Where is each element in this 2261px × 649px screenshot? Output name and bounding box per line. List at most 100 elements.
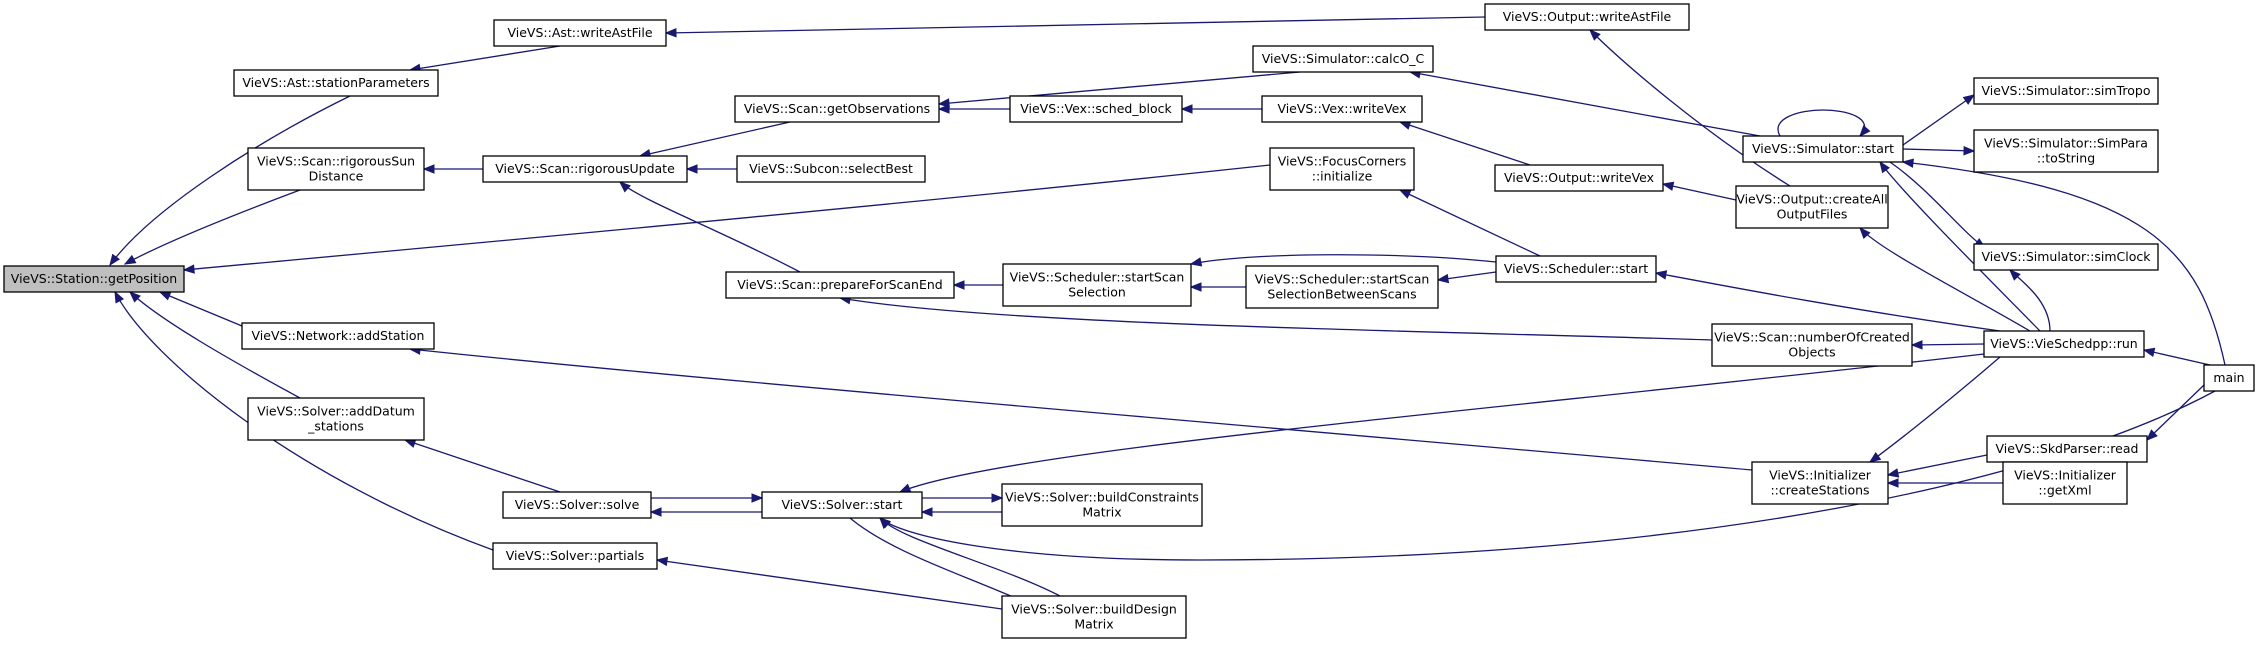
- edge-addDatum-to-getPosition: [129, 291, 301, 399]
- edge-arrowhead: [1859, 227, 1871, 239]
- node-rigorousUpdate[interactable]: VieVS::Scan::rigorousUpdate: [482, 155, 688, 183]
- edge-line: [639, 121, 791, 157]
- edge-vieSchedpp-to-simClock: [2009, 269, 2051, 332]
- node-label: VieVS::SkdParser::read: [1996, 441, 2139, 456]
- edge-arrowhead: [937, 98, 950, 108]
- node-box: [1711, 323, 1913, 367]
- edge-line: [1655, 272, 2001, 332]
- edge-line: [2146, 384, 2205, 441]
- node-addStation[interactable]: VieVS::Network::addStation: [241, 322, 435, 350]
- node-box: [2002, 461, 2128, 505]
- node-label: VieVS::Ast::writeAstFile: [507, 25, 652, 40]
- edge-simStart-to-simTropo: [1902, 94, 1976, 146]
- node-label: VieVS::Solver::partials: [506, 548, 645, 563]
- node-box: [761, 491, 923, 519]
- node-solverSolve[interactable]: VieVS::Solver::solve: [502, 491, 652, 519]
- node-box: [734, 95, 940, 123]
- node-skdParserRead[interactable]: VieVS::SkdParser::read: [1986, 435, 2148, 463]
- node-box: [1735, 185, 1889, 229]
- node-solverPartials[interactable]: VieVS::Solver::partials: [492, 542, 658, 570]
- edge-line: [409, 348, 1753, 471]
- edge-arrowhead: [1189, 257, 1203, 267]
- edge-arrowhead: [1963, 145, 1976, 156]
- edge-startScanSelection-to-prepareForScanEnd: [952, 280, 1003, 290]
- edge-arrowhead: [1180, 104, 1193, 114]
- node-writeAstFile_out[interactable]: VieVS::Output::writeAstFile: [1484, 3, 1690, 31]
- node-label: ::getXml: [2038, 483, 2091, 498]
- node-label: Matrix: [1074, 617, 1113, 632]
- node-box: [1742, 135, 1904, 163]
- node-label: VieVS::Ast::stationParameters: [242, 75, 429, 90]
- node-calcO_C[interactable]: VieVS::Simulator::calcO_C: [1252, 45, 1434, 73]
- edge-arrowhead: [1398, 189, 1412, 199]
- node-box: [1002, 263, 1192, 307]
- node-box: [1252, 45, 1434, 73]
- edge-line: [1887, 454, 1988, 476]
- edge-line: [938, 71, 1301, 105]
- edge-line: [1902, 161, 2226, 366]
- node-label: VieVS::Scheduler::startScan: [1255, 272, 1430, 287]
- node-box: [1751, 461, 1889, 505]
- node-label: VieVS::Simulator::start: [1752, 141, 1894, 156]
- node-stationParameters[interactable]: VieVS::Ast::stationParameters: [233, 69, 439, 97]
- edge-arrowhead: [114, 290, 125, 304]
- node-label: VieVS::FocusCorners: [1278, 154, 1407, 169]
- node-initializerGetXml[interactable]: VieVS::Initializer::getXml: [2002, 461, 2128, 505]
- node-label: VieVS::Subcon::selectBest: [749, 161, 913, 176]
- node-writeVex_out[interactable]: VieVS::Output::writeVex: [1494, 164, 1664, 192]
- node-label: ::initialize: [1312, 169, 1373, 184]
- edge-createStations-to-addStation: [408, 345, 1753, 471]
- node-box: [3, 265, 185, 293]
- edge-line: [1399, 189, 1541, 257]
- edge-buildDesign-to-solverStart: [879, 517, 1061, 597]
- edge-arrowhead: [2146, 429, 2158, 441]
- edge-schedBlock-to-getObservations: [937, 104, 1010, 114]
- node-sched_block[interactable]: VieVS::Vex::sched_block: [1009, 95, 1183, 123]
- node-label: VieVS::Scheduler::start: [1504, 261, 1648, 276]
- edge-arrowhead: [1661, 181, 1675, 191]
- edge-line: [1902, 94, 1975, 146]
- node-main[interactable]: main: [2203, 364, 2255, 392]
- node-solverStart[interactable]: VieVS::Solver::start: [761, 491, 923, 519]
- node-vieSchedppRun[interactable]: VieVS::VieSchedpp::run: [1983, 330, 2145, 358]
- node-getObservations[interactable]: VieVS::Scan::getObservations: [734, 95, 940, 123]
- call-graph-nodes: VieVS::Station::getPosition VieVS::Ast::s…: [3, 3, 2255, 639]
- node-box: [1269, 147, 1415, 191]
- node-createStations[interactable]: VieVS::Initializer::createStations: [1751, 461, 1889, 505]
- node-box: [1009, 95, 1183, 123]
- node-focusCorners[interactable]: VieVS::FocusCorners::initialize: [1269, 147, 1415, 191]
- edge-writeAstFile-to-stationParameters: [408, 45, 561, 74]
- node-label: VieVS::Initializer: [2014, 468, 2117, 483]
- edge-rigorousUpdate-to-rigorousSun: [422, 164, 483, 174]
- node-simTropo[interactable]: VieVS::Simulator::simTropo: [1973, 77, 2159, 105]
- edge-arrowhead: [1436, 273, 1450, 284]
- node-getPosition[interactable]: VieVS::Station::getPosition: [3, 265, 185, 293]
- edge-vieSchedpp-to-solverStart: [898, 353, 1985, 493]
- edge-arrowhead: [2009, 269, 2021, 281]
- node-simParaToString[interactable]: VieVS::Simulator::SimPara::toString: [1973, 129, 2159, 173]
- edge-arrowhead: [898, 483, 912, 493]
- node-schedulerStart[interactable]: VieVS::Scheduler::start: [1495, 255, 1657, 283]
- node-simClock[interactable]: VieVS::Simulator::simClock: [1973, 243, 2159, 271]
- node-writeAstFile_ast[interactable]: VieVS::Ast::writeAstFile: [493, 19, 667, 47]
- node-startScanSelectionBetween[interactable]: VieVS::Scheduler::startScanSelectionBetw…: [1245, 265, 1439, 309]
- node-label: VieVS::Scan::numberOfCreated: [1714, 330, 1910, 345]
- node-box: [247, 397, 425, 441]
- node-label: Distance: [309, 169, 364, 184]
- node-addDatumStations[interactable]: VieVS::Solver::addDatum_stations: [247, 397, 425, 441]
- edge-arrowhead: [664, 28, 677, 38]
- node-selectBest[interactable]: VieVS::Subcon::selectBest: [736, 155, 926, 183]
- node-label: VieVS::Solver::solve: [515, 497, 640, 512]
- node-box: [1001, 483, 1203, 527]
- node-prepareForScanEnd[interactable]: VieVS::Scan::prepareForScanEnd: [725, 271, 955, 299]
- node-simStart[interactable]: VieVS::Simulator::start: [1742, 135, 1904, 163]
- node-label: VieVS::Solver::buildConstraints: [1005, 490, 1199, 505]
- node-writeVex_vex[interactable]: VieVS::Vex::writeVex: [1261, 95, 1423, 123]
- edge-schedulerStart-to-focusCorners: [1398, 189, 1541, 257]
